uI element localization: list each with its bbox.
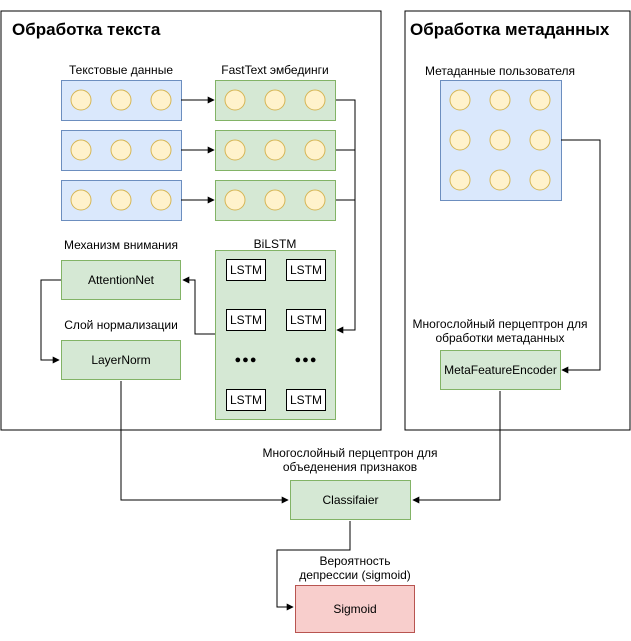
- arrow-fasttext-1-to-bilstm: [336, 99, 356, 334]
- layer-norm-node[interactable]: LayerNorm: [61, 340, 181, 380]
- token-circle: [304, 189, 326, 211]
- token-circle: [224, 139, 246, 161]
- lstm-backward-1: LSTM: [286, 259, 326, 281]
- arrow-attention-to-layernorm: [40, 279, 61, 364]
- text-processing-title: Обработка текста: [12, 20, 161, 39]
- token-circle: [489, 169, 511, 191]
- arrow-bilstm-to-attention: [182, 276, 215, 335]
- metadata-processing-frame: [404, 10, 631, 431]
- text-data-label: Текстовые данные: [69, 63, 173, 77]
- token-circle: [304, 139, 326, 161]
- fasttext-row-2: [215, 130, 336, 171]
- arrow-layernorm-to-classifier: [120, 381, 289, 504]
- user-metadata-label: Метаданные пользователя: [425, 64, 575, 78]
- mlp-merge-label-line2: объеденения признаков: [282, 460, 418, 474]
- token-circle: [110, 139, 132, 161]
- token-circle: [489, 129, 511, 151]
- probability-label-line1: Вероятность: [319, 554, 391, 568]
- token-circle: [150, 89, 172, 111]
- token-groups: [61, 80, 562, 221]
- token-circle: [264, 89, 286, 111]
- arrow-metadata-to-encoder: [561, 139, 601, 374]
- lstm-forward-ellipsis: ●●●: [234, 354, 258, 366]
- text-data-row-3: [61, 180, 182, 221]
- token-circle: [110, 189, 132, 211]
- fasttext-row-1: [215, 80, 336, 121]
- lstm-forward-2: LSTM: [226, 309, 266, 331]
- token-circle: [304, 89, 326, 111]
- token-circle: [529, 89, 551, 111]
- text-data-row-2: [61, 130, 182, 171]
- mlp-merge-label-line1: Многослойный перцептрон для: [262, 446, 438, 460]
- lstm-forward-1: LSTM: [226, 259, 266, 281]
- token-circle: [264, 189, 286, 211]
- token-circle: [529, 129, 551, 151]
- lstm-backward-2: LSTM: [286, 309, 326, 331]
- arrow-classifier-to-sigmoid: [276, 521, 351, 611]
- token-circle: [70, 89, 92, 111]
- lstm-forward-3: LSTM: [226, 389, 266, 411]
- fasttext-label: FastText эмбединги: [221, 63, 329, 77]
- text-processing-frame: [0, 10, 382, 431]
- token-circle: [224, 89, 246, 111]
- attention-mechanism-label: Механизм внимания: [64, 238, 178, 252]
- token-circle: [449, 169, 471, 191]
- sigmoid-node[interactable]: Sigmoid: [295, 585, 415, 633]
- token-circle: [110, 89, 132, 111]
- text-data-row-1: [61, 80, 182, 121]
- token-circle: [529, 169, 551, 191]
- lstm-backward-3: LSTM: [286, 389, 326, 411]
- metadata-processing-title: Обработка метаданных: [410, 20, 610, 39]
- mlp-metadata-label-line1: Многослойный перцептрон для: [412, 317, 588, 331]
- mlp-metadata-label-line2: обработки метаданных: [435, 331, 565, 345]
- norm-layer-label: Слой нормализации: [64, 318, 178, 332]
- bilstm-label: BiLSTM: [253, 237, 297, 251]
- probability-label-line2: депрессии (sigmoid): [299, 568, 411, 582]
- arrow-encoder-to-classifier: [412, 391, 501, 504]
- token-circle: [264, 139, 286, 161]
- token-circle: [449, 89, 471, 111]
- token-circle: [150, 139, 172, 161]
- token-circle: [70, 189, 92, 211]
- fasttext-row-3: [215, 180, 336, 221]
- token-circle: [224, 189, 246, 211]
- token-circle: [489, 89, 511, 111]
- lstm-backward-ellipsis: ●●●: [294, 354, 318, 366]
- meta-feature-encoder-node[interactable]: MetaFeatureEncoder: [440, 350, 561, 390]
- user-metadata-block: [440, 80, 562, 201]
- token-circle: [449, 129, 471, 151]
- attention-net-node[interactable]: AttentionNet: [61, 260, 181, 300]
- token-circle: [70, 139, 92, 161]
- token-circle: [150, 189, 172, 211]
- classifier-node[interactable]: Classifaier: [290, 480, 411, 520]
